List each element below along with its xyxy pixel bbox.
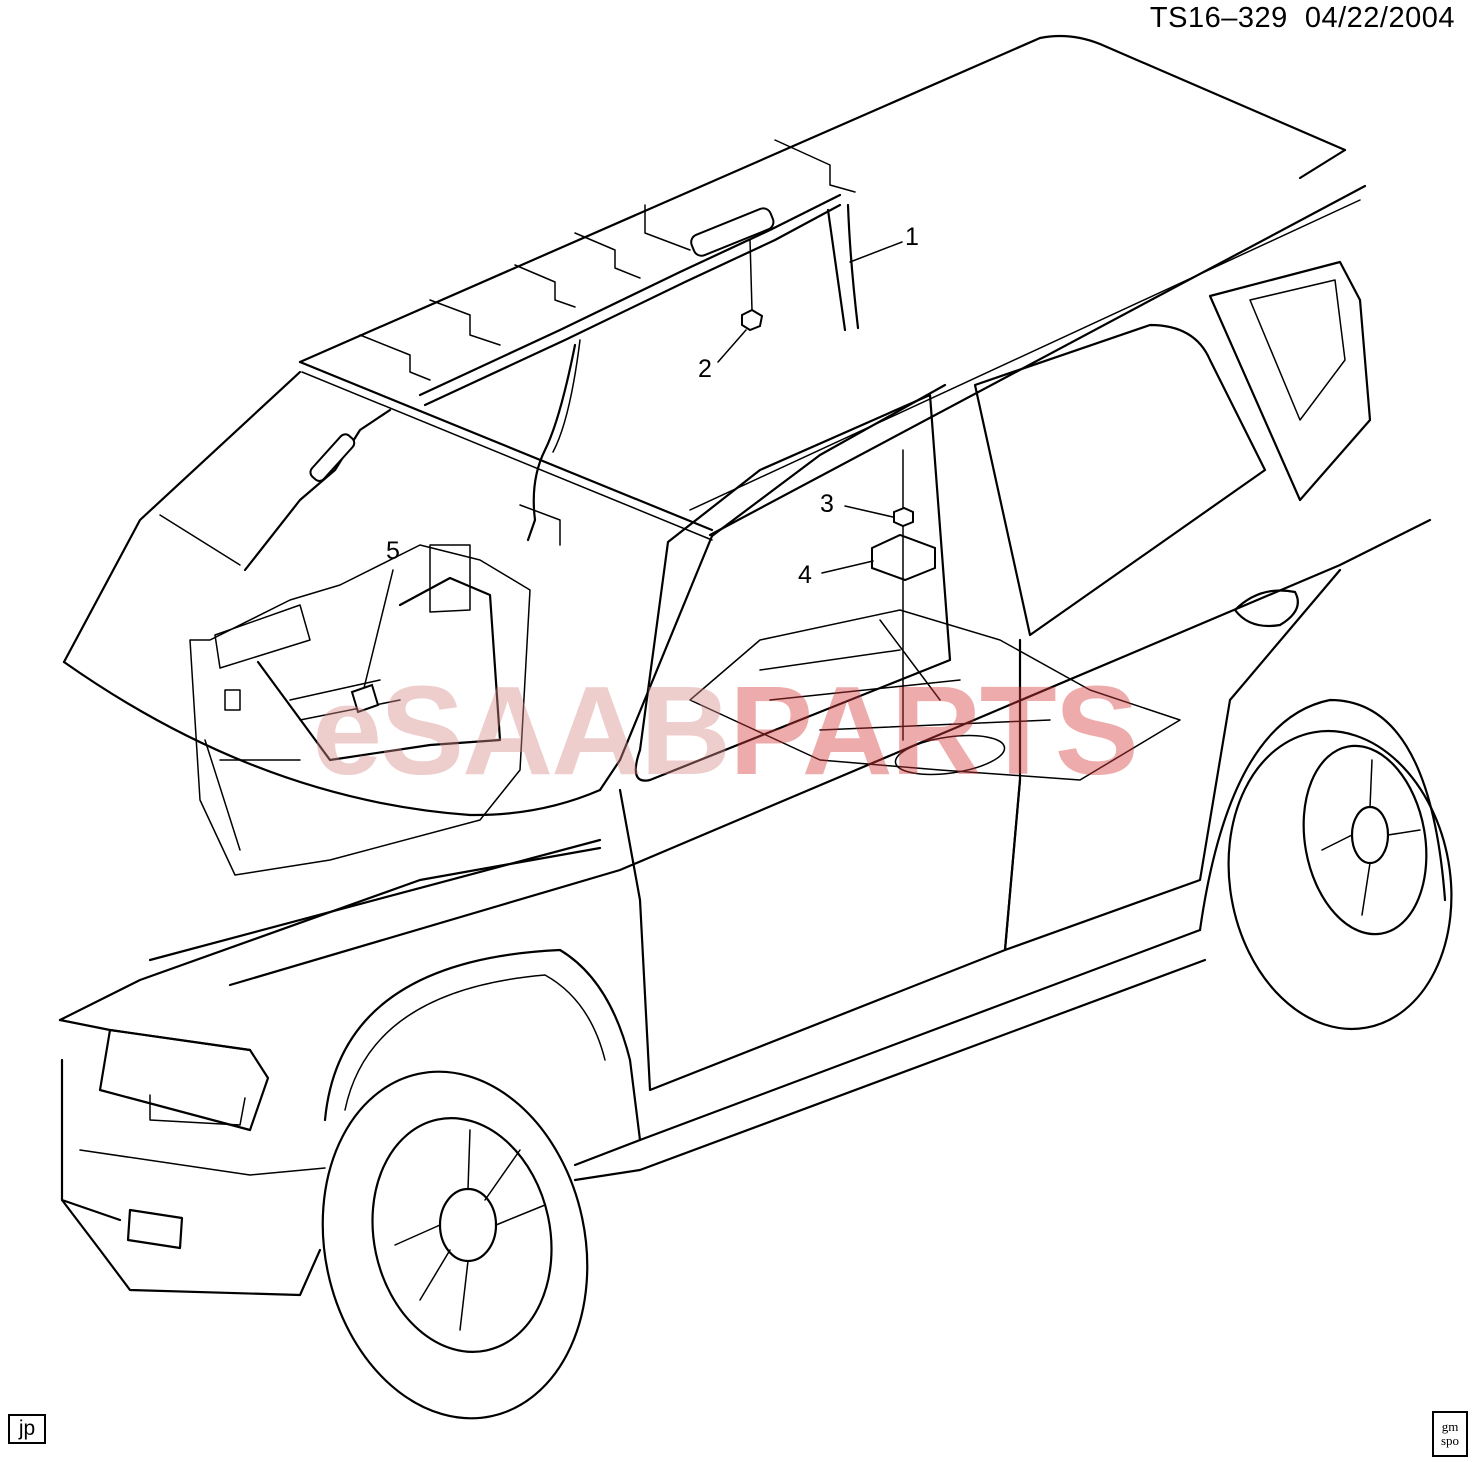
- roof-rail: [708, 184, 1367, 537]
- callout-2: 2: [698, 355, 712, 383]
- front-fender-arch-inner: [344, 974, 606, 1111]
- roof-outline: [298, 34, 1347, 364]
- rocker-panel-lower: [573, 958, 1207, 1182]
- callout-4: 4: [798, 561, 812, 589]
- callout-3: 3: [820, 490, 834, 518]
- callout-5: 5: [386, 537, 400, 565]
- watermark: eSAABPARTS: [312, 668, 1139, 794]
- front-door-outline: [618, 638, 1022, 1092]
- quarter-window: [1208, 260, 1372, 502]
- screw-3: [893, 506, 914, 528]
- front-wheel-rim: [371, 1117, 553, 1353]
- tether-leader: [159, 514, 241, 566]
- airbag-connector-wire: [519, 504, 561, 546]
- quarter-window-inner: [1249, 279, 1346, 421]
- rear-wheel-spokes: [1321, 759, 1421, 916]
- tether-sleeve: [309, 433, 356, 482]
- roof-rear-edge: [1298, 148, 1347, 180]
- door-panel-inset: [189, 544, 531, 876]
- leader-1: [849, 241, 903, 263]
- headlight-lens: [149, 1094, 246, 1126]
- fuel-door: [1233, 589, 1299, 628]
- rear-wheel-rim: [1302, 744, 1428, 936]
- curtain-airbag-module-lower: [423, 203, 842, 407]
- windshield-right: [598, 534, 714, 792]
- floor-opening: [894, 734, 1006, 776]
- windshield-top-inner: [301, 371, 713, 541]
- fog-lamp: [126, 1208, 184, 1250]
- front-bumper: [60, 1198, 322, 1297]
- rocker-panel: [573, 928, 1202, 1167]
- diagram-id: TS16–329: [1149, 2, 1288, 34]
- body-belt-line: [228, 518, 1432, 987]
- grille: [60, 1058, 122, 1222]
- door-inner-details: [204, 544, 471, 851]
- front-tire: [321, 1070, 589, 1420]
- diagram-date: 04/22/2004: [1304, 2, 1455, 34]
- leader-4: [821, 560, 874, 574]
- hood-line: [58, 846, 602, 1022]
- door-inner-frame: [256, 576, 502, 762]
- initials-text: jp: [18, 1417, 36, 1440]
- rear-door-outline: [1003, 568, 1342, 952]
- front-wheel-hub: [438, 1187, 498, 1263]
- front-wheel-spokes: [394, 1129, 546, 1331]
- leader-2: [717, 329, 747, 363]
- gm-spo-logo-icon: gm spo: [1432, 1411, 1468, 1457]
- inflator: [690, 207, 775, 257]
- leader-3: [844, 505, 894, 518]
- headlight: [98, 1028, 270, 1132]
- front-door-window: [634, 393, 952, 782]
- rear-door-window: [973, 323, 1267, 637]
- logo-top-text: gm: [1441, 1419, 1459, 1434]
- front-fender-arch: [323, 948, 642, 1142]
- curtain-airbag-module: [418, 193, 842, 397]
- initials-box: jp: [8, 1414, 46, 1444]
- windshield-tether: [243, 408, 392, 572]
- airbag-harness-2: [552, 339, 581, 453]
- curtain-airbag-tail: [826, 208, 847, 332]
- airbag-harness: [526, 343, 577, 542]
- leader-5: [363, 569, 394, 689]
- watermark-part-b: PARTS: [729, 660, 1139, 801]
- door-sensor-5: [350, 683, 380, 714]
- curtain-airbag-tail-2: [846, 203, 860, 330]
- roof-rail-inner: [689, 199, 1361, 511]
- floor-ribs: [759, 619, 1051, 731]
- bolt-2-guide: [749, 239, 753, 311]
- rear-wheel-hub: [1350, 805, 1390, 865]
- watermark-part-a: eSAAB: [312, 660, 731, 801]
- bracket-guides: [359, 139, 856, 381]
- bolt-2: [741, 308, 764, 332]
- rear-tire: [1227, 729, 1453, 1031]
- windshield-top: [298, 360, 714, 532]
- windshield-left: [62, 370, 302, 664]
- logo-bottom-text: spo: [1440, 1433, 1460, 1448]
- bumper-line: [79, 1149, 326, 1176]
- windshield-bottom: [62, 660, 602, 817]
- diagram-reference: TS16–329 04/22/2004: [1150, 2, 1455, 35]
- callout-1: 1: [905, 223, 919, 251]
- body-lower-line: [148, 838, 602, 962]
- a-pillar: [710, 383, 947, 538]
- rear-fender-arch: [1198, 698, 1447, 932]
- floor-pan: [689, 609, 1181, 781]
